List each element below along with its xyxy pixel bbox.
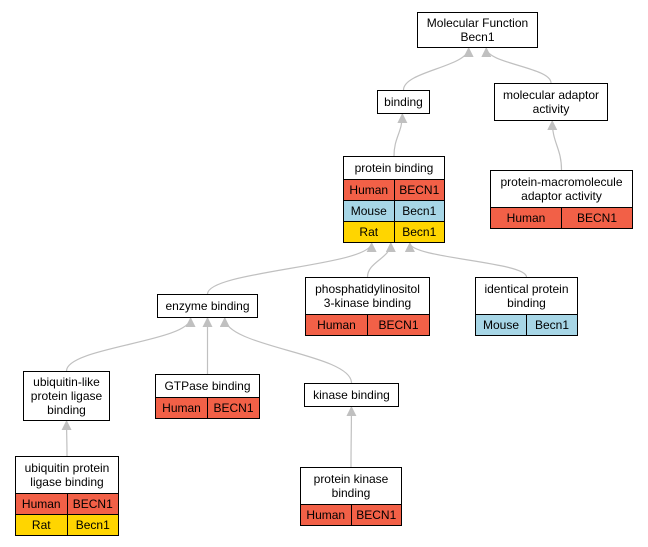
is-a-edge [219,317,353,384]
annotation-row-human: Human BECN1 [156,397,259,418]
go-term-label: GTPase binding [156,375,259,397]
go-term-label: ubiquitin protein ligase binding [16,457,118,493]
species-cell: Mouse [482,318,520,332]
species-cell: Rat [31,518,51,532]
is-a-edge [404,242,528,278]
annotation-row-rat: Rat Becn1 [344,221,444,242]
is-a-edge [481,47,552,84]
go-term-label: kinase binding [305,384,398,406]
is-a-edge [402,47,474,91]
go-term-kinase-binding[interactable]: kinase binding [304,383,399,407]
gene-cell[interactable]: BECN1 [66,494,119,514]
gene-cell[interactable]: Becn1 [393,222,445,242]
go-term-binding[interactable]: binding [377,90,430,114]
is-a-edge [65,317,196,372]
go-term-title-text: identical protein binding [484,282,569,310]
go-term-title-text: kinase binding [313,388,390,402]
go-term-title-text: molecular adaptor activity [502,88,600,116]
annotation-row-mouse: Mouse Becn1 [344,200,444,221]
species-cell: Human [162,401,201,415]
annotation-row-human: Human BECN1 [306,314,429,335]
go-term-label: protein binding [344,157,444,179]
species-cell: Human [21,497,61,511]
go-term-title-text: enzyme binding [165,299,250,313]
is-a-edge [366,242,396,278]
gene-cell[interactable]: Becn1 [526,315,577,335]
go-term-title-text: protein binding [354,161,434,175]
species-cell: Human [349,183,389,197]
go-term-ubiquitin-like-protein-ligase-binding[interactable]: ubiquitin-like protein ligase binding [23,371,110,421]
go-term-title-text: protein kinase binding [313,472,389,500]
go-term-molecular-adaptor-activity[interactable]: molecular adaptor activity [494,83,608,121]
is-a-edge [547,120,563,171]
go-term-title-text: phosphatidylinositol 3-kinase binding [315,282,420,310]
gene-cell[interactable]: BECN1 [561,208,632,228]
species-cell: Rat [359,225,379,239]
go-term-title-text: protein-macromolecule adaptor activity [500,175,623,203]
annotation-row-human: Human BECN1 [16,493,118,514]
go-term-label: molecular adaptor activity [495,84,607,120]
annotation-row-human: Human BECN1 [344,179,444,200]
annotation-row-mouse: Mouse Becn1 [476,314,577,335]
species-cell: Human [306,508,346,522]
species-cell: Mouse [350,204,387,218]
go-term-label: binding [378,91,429,113]
go-term-label: protein kinase binding [301,468,401,504]
species-cell: Human [506,211,546,225]
gene-cell[interactable]: Becn1 [393,201,445,221]
go-term-label: protein-macromolecule adaptor activity [491,171,632,207]
is-a-edge [206,242,377,295]
go-term-label: identical protein binding [476,278,577,314]
gene-cell[interactable]: BECN1 [367,315,429,335]
go-term-title-text: Molecular Function Becn1 [426,16,529,44]
go-term-title-text: ubiquitin-like protein ligase binding [30,375,103,417]
gene-cell[interactable]: Becn1 [66,515,119,535]
gene-cell[interactable]: BECN1 [393,180,445,200]
gene-cell[interactable]: BECN1 [350,505,402,525]
annotation-row-human: Human BECN1 [301,504,401,525]
go-term-title-text: GTPase binding [164,379,251,393]
go-term-title-text: binding [384,95,423,109]
go-term-label: phosphatidylinositol 3-kinase binding [306,278,429,314]
annotation-row-rat: Rat Becn1 [16,514,118,535]
annotation-row-human: Human BECN1 [491,207,632,228]
go-term-enzyme-binding[interactable]: enzyme binding [157,294,258,318]
go-term-title-text: ubiquitin protein ligase binding [24,461,110,489]
species-cell: Human [317,318,356,332]
go-term-label: enzyme binding [158,295,257,317]
go-term-label: Molecular Function Becn1 [418,13,537,47]
is-a-edge [393,113,408,157]
go-term-molecular-function[interactable]: Molecular Function Becn1 [417,12,538,48]
go-term-label: ubiquitin-like protein ligase binding [24,372,109,420]
gene-cell[interactable]: BECN1 [207,398,259,418]
